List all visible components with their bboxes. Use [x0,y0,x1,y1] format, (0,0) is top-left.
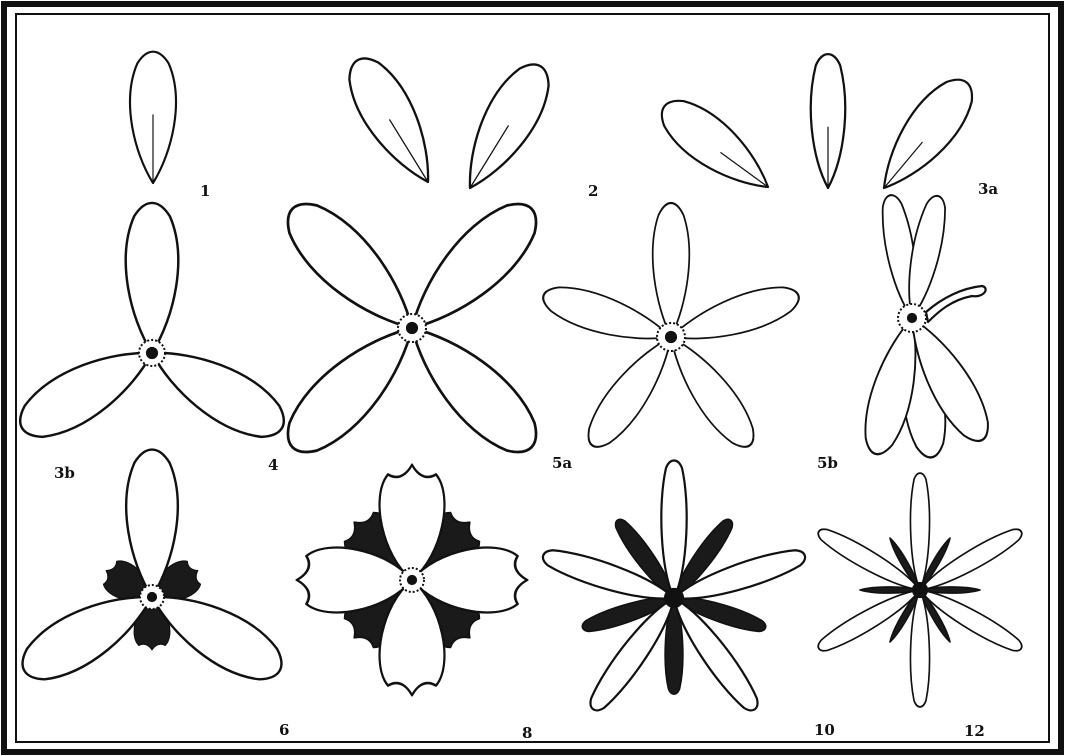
label-fig5a: 5a [552,454,572,472]
figure-10-five-white-five-dark [539,461,808,717]
figure-2-two-petals [336,48,561,200]
label-fig2: 2 [588,182,598,200]
label-fig4: 4 [268,456,278,474]
figure-12-six-white-six-dark [814,473,1026,707]
label-fig8: 8 [522,724,532,742]
figure-1-single-petal [130,52,176,183]
label-fig3a: 3a [978,180,998,198]
label-fig3b: 3b [54,464,75,482]
figure-5b-side-view-flower [856,193,999,460]
figure-3a-three-petals [650,54,985,205]
figure-4-four-petal-flower [272,188,551,467]
label-fig1: 1 [200,182,210,200]
label-fig6: 6 [279,721,289,739]
figure-5a-five-petal-flower [538,203,804,456]
figure-3b-three-petal-flower [9,203,295,451]
label-fig5b: 5b [817,454,838,472]
label-fig10: 10 [814,721,835,739]
figure-6-three-white-three-dark [11,450,292,693]
figure-8-four-white-four-dark [297,465,527,695]
label-fig12: 12 [964,722,985,740]
